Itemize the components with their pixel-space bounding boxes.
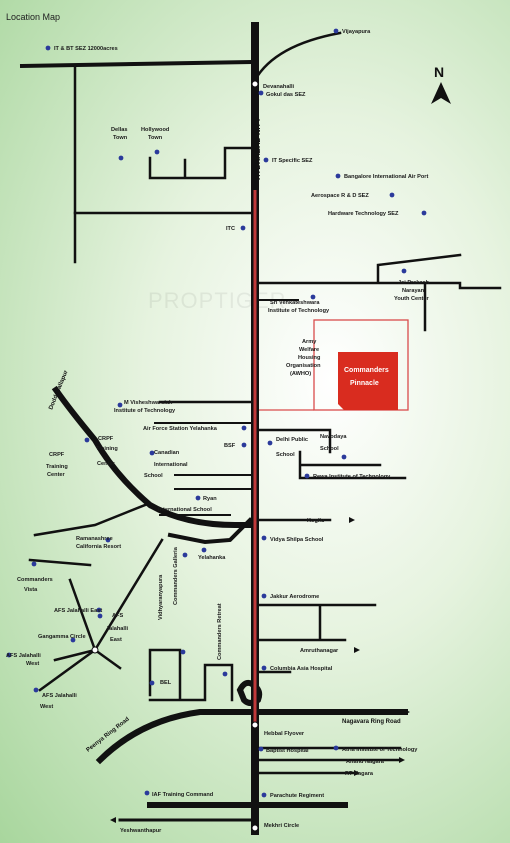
label-commanders-vista-2: Vista [24,587,38,593]
label-sri-venkateshwara-1: Sri Venkateshwara [270,300,320,306]
label-awho-1: Army [302,339,317,345]
label-mekhri: Mekhri Circle [264,823,299,829]
label-canadian-1: Canadian [154,450,180,456]
label-crpf-left-3: Center [47,472,66,478]
poi-markers [6,28,427,798]
label-crpf-left-1: CRPF [49,452,65,458]
label-dellas-town-1: Dellas [111,127,127,133]
label-ryan-1: Ryan [203,496,217,502]
label-jai-prakash-2: Narayan [402,288,425,294]
label-rt-nagara: RT Nagara [345,771,374,777]
label-peenya-ring-road: Peenya Ring Road [86,716,131,753]
label-crpf-left-2: Training [46,464,68,470]
label-dellas-town-2: Town [113,135,128,141]
label-afs-jalahalli-east-top: AFS Jalahalli East [54,608,102,614]
label-crpf-center-2: Training [96,446,118,452]
label-it-specific-sez: IT Specific SEZ [272,158,313,164]
label-navodaya-1: Navodaya [320,434,347,440]
project-highlight[interactable]: Commanders Pinnacle [258,319,409,411]
label-jai-prakash-3: Youth Center [394,296,430,302]
label-aerospace-sez: Aerospace R & D SEZ [311,193,369,199]
map-title: Location Map [6,12,60,22]
label-awho-2: Welfare [299,347,319,353]
label-afs-jalahalli-east-2: Jalahalli [106,626,129,632]
label-gokuldas-sez: Gokul das SEZ [266,92,306,98]
label-columbia: Columbia Asia Hospital [270,666,333,672]
label-hollywood-town-2: Town [148,135,163,141]
label-sri-venkateshwara-2: Institute of Technology [268,308,330,314]
label-vijayapura: Vijayapura [342,29,371,35]
label-iaf-training: IAF Training Command [152,792,214,798]
label-ramanashree-2: California Resort [76,544,121,550]
label-atria: Atria Institute of Technology [342,747,418,753]
label-devanahalli: Devanahalli [263,84,295,90]
label-awho-3: Housing [298,355,321,361]
label-yeshwanthapur: Yeshwanthapur [120,828,162,834]
svg-text:N: N [434,64,444,80]
label-afs-jalahalli-west-2: West [26,661,39,667]
label-nagavara-ring-road: Nagavara Ring Road [342,719,401,725]
road-network [19,31,502,823]
label-commanders-retreat: Commanders Retreat [217,603,223,660]
place-labels: IT & BT SEZ 12000acres Vijayapura Devana… [6,29,430,834]
label-ryan-2: International School [158,507,212,513]
label-awho-4: Organisation [286,363,321,369]
label-bangalore-airport: Bangalore International Air Port [344,174,428,180]
label-anand-nagara: Anand Nagara [346,759,385,765]
project-name-line1: Commanders [344,367,389,374]
label-af-yelahanka: Air Force Station Yelahanka [143,426,218,432]
label-afs-jalahalli-east-1: AFS [112,613,123,619]
label-mvit-1: M Visheshwaraiah [124,400,173,406]
highway-nh7: HYDRABAD NH-7 [251,22,262,835]
label-afs-jalahalli-west-b2: West [40,704,53,710]
label-awho-5: (AWHO) [290,371,311,377]
label-it-bt-sez: IT & BT SEZ 12000acres [54,46,118,52]
label-parachute: Parachute Regiment [270,793,324,799]
label-navodaya-2: School [320,446,339,452]
label-baptist: Baptist Hospital [266,748,309,754]
label-vidya-shilpa: Vidya Shilpa School [270,537,324,543]
label-vidhyaranyapura: Vidhyaranyapura [158,574,164,620]
label-canadian-3: School [144,473,163,479]
label-afs-jalahalli-west-b1: AFS Jalahalli [42,693,77,699]
label-commanders-galleria: Commanders Galleria [173,546,179,605]
label-bsf: BSF [224,443,236,449]
project-name-line2: Pinnacle [350,380,379,387]
highway-label: HYDRABAD NH-7 [253,117,262,180]
label-delhi-public-1: Delhi Public [276,437,308,443]
label-rewa: Rewa Institute of Technology [313,474,391,480]
label-crpf-center-1: CRPF [98,436,114,442]
label-mvit-2: Institute of Technology [114,408,176,414]
label-ramanashree-1: Ramanashree [76,536,113,542]
label-bel: BEL [160,680,172,686]
label-delhi-public-2: School [276,452,295,458]
label-gangamma: Gangamma Circle [38,634,86,640]
label-commanders-vista-1: Commanders [17,577,53,583]
junction-markers [91,80,259,832]
label-afs-jalahalli-east-3: East [110,637,122,643]
north-arrow-icon: N [431,64,451,104]
label-crpf-center-3: Center [97,461,116,467]
label-itc: ITC [226,226,235,232]
label-jai-prakash-1: Jai Prakash [398,280,430,286]
label-hardware-sez: Hardware Technology SEZ [328,211,399,217]
label-yelahanka: Yelahanka [198,555,226,561]
label-hebbal-flyover: Hebbal Flyover [264,731,305,737]
label-hollywood-town-1: Hollywood [141,127,170,133]
label-amruthanagar: Amruthanagar [300,648,339,654]
label-jakkur: Jakkur Aerodrome [270,594,319,600]
label-canadian-2: International [154,462,188,468]
label-afs-jalahalli-west-1: AFS Jalahalli [6,653,41,659]
label-kogilu: Kogilu [307,518,325,524]
